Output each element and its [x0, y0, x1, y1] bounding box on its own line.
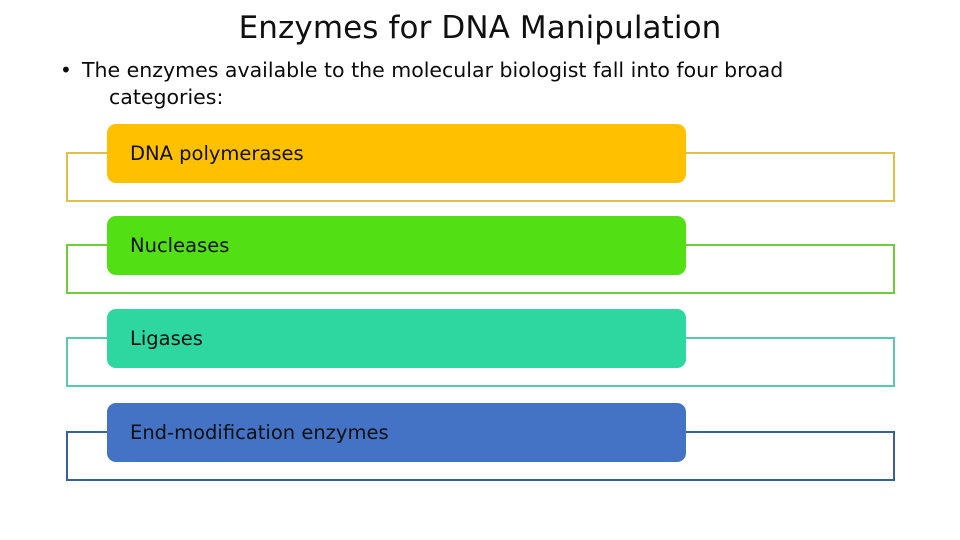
bullet-point-icon: • [60, 58, 72, 82]
process-chip-label-1: Nucleases [130, 233, 230, 257]
process-row: DNA polymerases [0, 124, 960, 219]
process-row: Nucleases [0, 216, 960, 311]
bullet-text-line-2: categories: [109, 85, 224, 109]
process-chip-3[interactable]: End-modification enzymes [107, 403, 686, 462]
process-chip-2[interactable]: Ligases [107, 309, 686, 368]
process-chip-label-0: DNA polymerases [130, 141, 304, 165]
bullet-text-line-1: The enzymes available to the molecular b… [82, 58, 784, 82]
process-row: Ligases [0, 309, 960, 404]
process-row: End-modification enzymes [0, 403, 960, 498]
process-chip-label-2: Ligases [130, 326, 203, 350]
process-chip-1[interactable]: Nucleases [107, 216, 686, 275]
bullet-paragraph: • The enzymes available to the molecular … [60, 57, 890, 111]
process-chip-label-3: End-modification enzymes [130, 420, 389, 444]
page-title: Enzymes for DNA Manipulation [238, 10, 722, 46]
bullet-list-item: • The enzymes available to the molecular … [60, 57, 890, 111]
process-chip-0[interactable]: DNA polymerases [107, 124, 686, 183]
